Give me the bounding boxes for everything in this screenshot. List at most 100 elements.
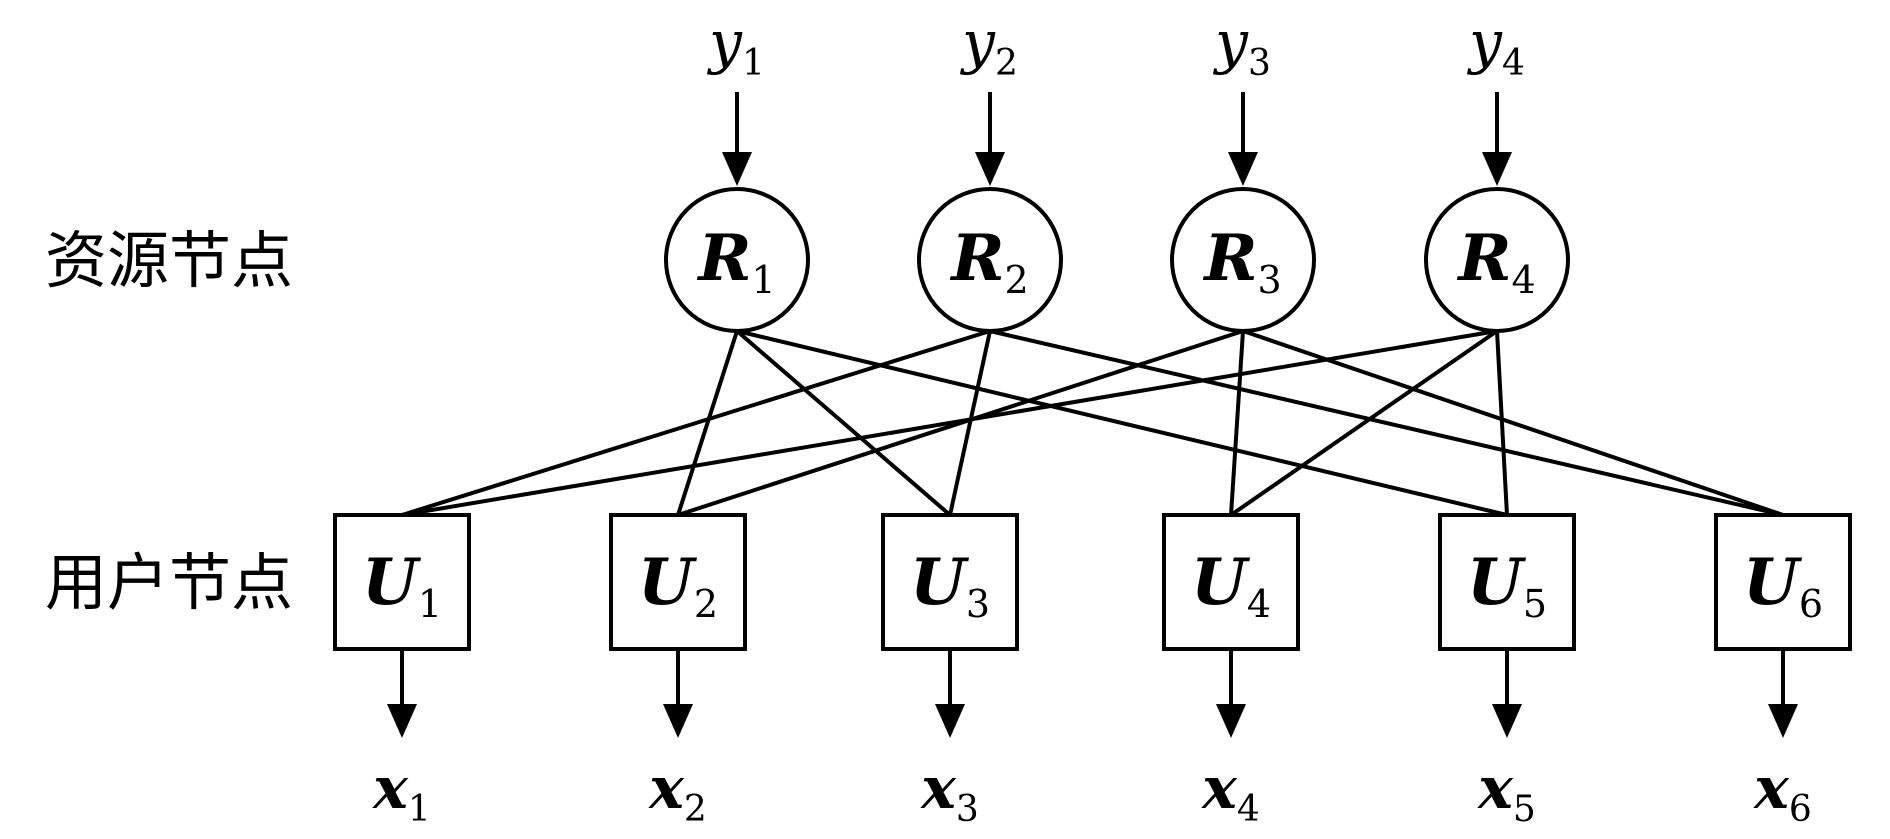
resource-node-r4: R4 (1424, 187, 1570, 333)
output-arrow-x2 (663, 649, 693, 738)
edge-r3-u4 (1229, 330, 1245, 516)
user-node-u1-label-base: U (362, 545, 422, 620)
user-node-u4-label: U4 (1191, 545, 1271, 626)
user-node-u2-box (609, 513, 747, 651)
input-label-y1: y1 (706, 8, 765, 84)
user-node-u4-label-subscript: 4 (1247, 582, 1271, 626)
resource-node-r1: R1 (664, 187, 810, 333)
output-label-x4: x4 (1200, 754, 1260, 830)
input-label-y4-base: y (1466, 8, 1503, 76)
resource-node-r3-circle (1170, 187, 1316, 333)
output-label-x4-subscript: 4 (1237, 789, 1260, 830)
output-label-x6-subscript: 6 (1789, 789, 1812, 830)
input-label-y1-subscript: 1 (742, 43, 765, 84)
output-label-x5-subscript: 5 (1513, 789, 1536, 830)
edge-r1-u3 (735, 329, 952, 517)
input-label-y3-subscript: 3 (1248, 43, 1271, 84)
resource-node-r3-label-subscript: 3 (1258, 258, 1282, 302)
edge-r4-u4 (1229, 329, 1499, 517)
resource-node-r2-label: R2 (949, 221, 1028, 302)
user-node-u1-label-subscript: 1 (418, 582, 442, 626)
output-label-x2-base: x (647, 754, 685, 822)
resource-node-r2: R2 (917, 187, 1063, 333)
resource-node-r4-label-subscript: 4 (1512, 258, 1536, 302)
user-node-u6-label-base: U (1743, 545, 1803, 620)
user-node-u4-box (1162, 513, 1300, 651)
input-label-y3: y3 (1212, 8, 1271, 84)
user-node-u1: U1 (333, 513, 471, 651)
output-label-x3-base: x (919, 754, 957, 822)
edge-r1-u5 (736, 329, 1508, 517)
input-arrow-y4 (1482, 92, 1512, 186)
user-node-u3-label-subscript: 3 (966, 582, 990, 626)
resource-node-r3-label: R3 (1202, 221, 1281, 302)
output-label-x4-base: x (1200, 754, 1238, 822)
input-label-y2-subscript: 2 (995, 43, 1018, 84)
resource-node-r4-label: R4 (1456, 221, 1535, 302)
user-node-u4-label-base: U (1191, 545, 1251, 620)
user-node-u2: U2 (609, 513, 747, 651)
output-label-x5: x5 (1476, 754, 1536, 830)
resource-node-r1-label: R1 (696, 221, 775, 302)
output-label-x2-subscript: 2 (684, 789, 707, 830)
output-label-x1-subscript: 1 (408, 789, 431, 830)
output-label-x1: x1 (371, 754, 431, 830)
user-node-u3: U3 (881, 513, 1019, 651)
resource-node-r3-label-base: R (1202, 221, 1257, 296)
edge-r1-u2 (676, 330, 739, 516)
resource-node-r1-circle (664, 187, 810, 333)
output-arrow-x4 (1216, 649, 1246, 738)
output-arrow-x5 (1492, 649, 1522, 738)
user-node-u2-label-subscript: 2 (694, 582, 718, 626)
user-node-u1-label: U1 (362, 545, 442, 626)
input-label-y4-subscript: 4 (1502, 43, 1525, 84)
input-label-y4: y4 (1466, 8, 1525, 84)
resource-node-r4-circle (1424, 187, 1570, 333)
output-label-x1-base: x (371, 754, 409, 822)
resource-node-r3: R3 (1170, 187, 1316, 333)
input-label-y2: y2 (959, 8, 1018, 84)
input-label-y2-base: y (959, 8, 996, 76)
edge-r4-u1 (401, 329, 1498, 517)
input-arrow-y2 (975, 92, 1005, 186)
user-row-label: 用户节点 (45, 546, 293, 619)
user-node-u5: U5 (1438, 513, 1576, 651)
resource-row-label: 资源节点 (45, 224, 293, 297)
user-node-u3-label: U3 (910, 545, 990, 626)
user-node-u2-label: U2 (638, 545, 718, 626)
edge-r2-u1 (401, 329, 991, 517)
user-node-u5-box (1438, 513, 1576, 651)
edge-r3-u6 (1242, 329, 1784, 517)
user-node-u5-label-subscript: 5 (1523, 582, 1547, 626)
resource-node-r4-label-base: R (1456, 221, 1511, 296)
user-node-u4: U4 (1162, 513, 1300, 651)
user-node-u6: U6 (1714, 513, 1852, 651)
user-node-u5-label-base: U (1467, 545, 1527, 620)
user-node-u6-label: U6 (1743, 545, 1823, 626)
output-label-x3: x3 (919, 754, 979, 830)
output-arrow-x1 (387, 649, 417, 738)
input-label-y1-base: y (706, 8, 743, 76)
output-label-x3-subscript: 3 (956, 789, 979, 830)
output-label-x6: x6 (1752, 754, 1812, 830)
user-node-u1-box (333, 513, 471, 651)
resource-node-r1-label-base: R (696, 221, 751, 296)
user-node-u3-box (881, 513, 1019, 651)
edge-group (401, 329, 1784, 517)
resource-node-r2-circle (917, 187, 1063, 333)
output-label-x5-base: x (1476, 754, 1514, 822)
user-node-u5-label: U5 (1467, 545, 1547, 626)
user-node-u6-label-subscript: 6 (1799, 582, 1823, 626)
resource-node-r2-label-base: R (949, 221, 1004, 296)
user-node-u2-label-base: U (638, 545, 698, 620)
output-arrow-x6 (1768, 649, 1798, 738)
input-label-y3-base: y (1212, 8, 1249, 76)
edge-r4-u5 (1495, 330, 1509, 516)
resource-node-r2-label-subscript: 2 (1005, 258, 1029, 302)
output-label-x6-base: x (1752, 754, 1790, 822)
